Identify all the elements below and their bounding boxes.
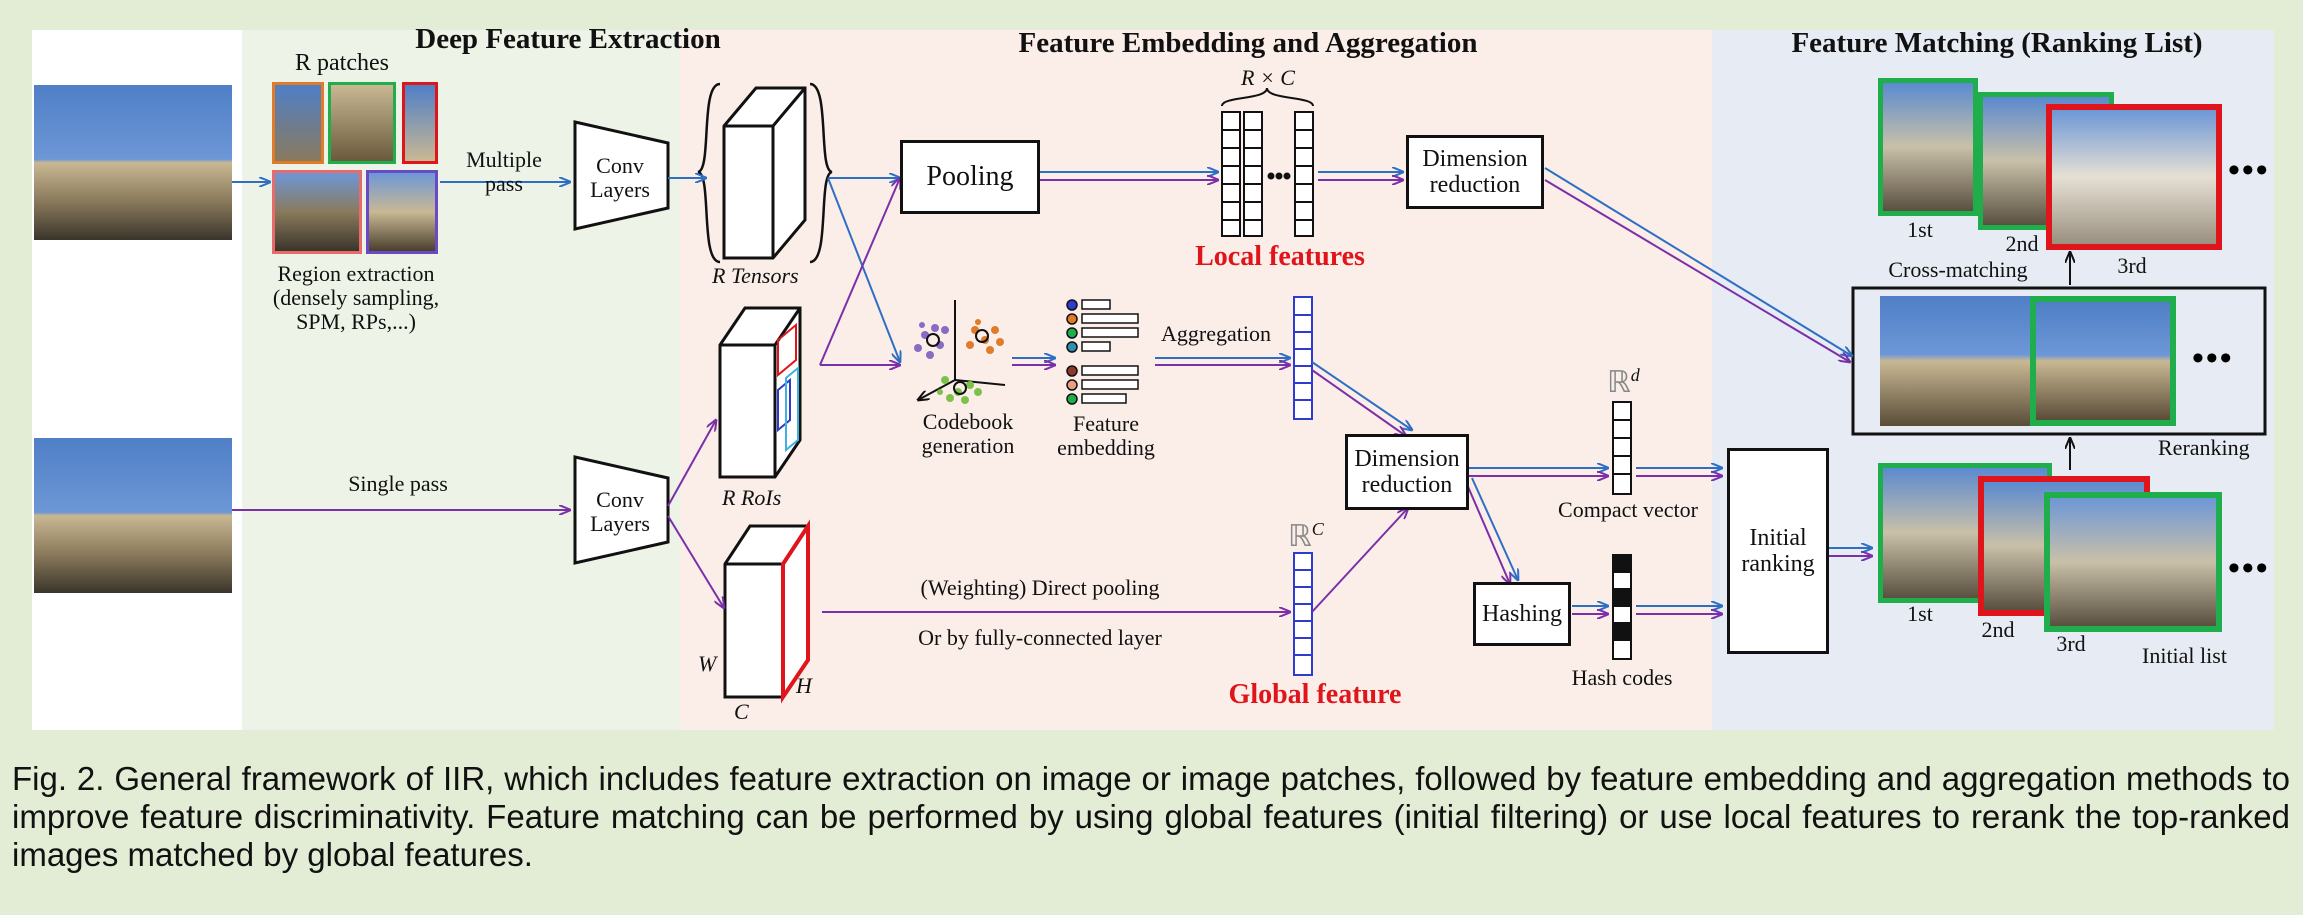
cross-matching-label: Cross-matching	[1888, 257, 2028, 282]
initial-list-label: Initial list	[2142, 643, 2227, 668]
top-list-ellipsis: •••	[2228, 152, 2270, 189]
aggregation-label: Aggregation	[1161, 321, 1271, 346]
dimension-w-label: W	[698, 651, 717, 676]
section-title-embedding: Feature Embedding and Aggregation	[1018, 27, 1478, 59]
patch-thumbnail	[272, 82, 324, 164]
direct-pooling-label: (Weighting) Direct pooling	[920, 575, 1160, 600]
section-title-extraction: Deep Feature Extraction	[415, 23, 721, 55]
top-rank-image-1	[1878, 78, 1978, 216]
initial-rank-label-2: 2nd	[1981, 617, 2015, 642]
feature-embedding-bars	[1066, 299, 1139, 405]
rerank-match-image	[2030, 296, 2176, 426]
codebook-scatter	[914, 300, 1006, 404]
section-title-matching: Feature Matching (Ranking List)	[1791, 27, 2203, 59]
compact-vector-label: Compact vector	[1558, 497, 1698, 522]
initial-rank-label-1: 1st	[1907, 601, 1933, 626]
top-rank-label-3: 3rd	[2117, 253, 2147, 278]
region-extraction-label: Region extraction(densely sampling,SPM, …	[272, 261, 440, 335]
patch-thumbnail	[366, 170, 438, 254]
top-rank-image-3	[2046, 104, 2222, 250]
fc-layer-label: Or by fully-connected layer	[918, 625, 1162, 650]
global-feature-vector	[1293, 552, 1313, 676]
hash-codes-label: Hash codes	[1571, 665, 1673, 690]
patch-thumbnail	[328, 82, 396, 164]
compact-vector	[1612, 401, 1632, 495]
real-space-c-label: ℝC	[1288, 519, 1324, 553]
conv-layers-bottom-shape	[573, 455, 670, 565]
rerank-query-image	[1880, 296, 2030, 426]
patch-thumbnail	[402, 82, 438, 164]
top-rank-label-2: 2nd	[2005, 231, 2039, 256]
rerank-ellipsis: •••	[2192, 340, 2234, 377]
aggregated-vector	[1293, 296, 1313, 420]
global-cuboid	[723, 519, 810, 704]
initial-rank-label-3: 3rd	[2056, 631, 2086, 656]
local-features-label: Local features	[1195, 241, 1365, 272]
patches-label: R patches	[295, 50, 389, 76]
local-feature-vectors	[1221, 87, 1314, 237]
tensors-cuboid	[697, 82, 833, 264]
hash-code-vector	[1612, 554, 1632, 660]
patch-thumbnail	[272, 170, 362, 254]
conv-layers-top-shape	[573, 120, 670, 231]
reranking-label: Reranking	[2158, 435, 2250, 460]
figure-caption: Fig. 2. General framework of IIR, which …	[12, 760, 2290, 873]
tensors-label: R Tensors	[712, 263, 799, 288]
real-space-d-label: ℝd	[1607, 365, 1640, 399]
initial-list-ellipsis: •••	[2228, 550, 2270, 587]
rois-cuboid	[718, 306, 802, 479]
global-feature-label: Global feature	[1228, 679, 1402, 710]
dimension-h-label: H	[796, 673, 812, 698]
dimension-c-label: C	[734, 699, 749, 724]
rxc-label: R × C	[1241, 65, 1295, 90]
initial-list-image-3	[2044, 492, 2222, 632]
top-rank-label-1: 1st	[1907, 217, 1933, 242]
hashing-box: Hashing	[1473, 582, 1571, 646]
query-image-top	[34, 85, 232, 240]
rois-label: R RoIs	[722, 485, 782, 510]
pooling-box: Pooling	[900, 140, 1040, 214]
single-pass-label: Single pass	[348, 471, 448, 496]
query-image-bottom	[34, 438, 232, 593]
